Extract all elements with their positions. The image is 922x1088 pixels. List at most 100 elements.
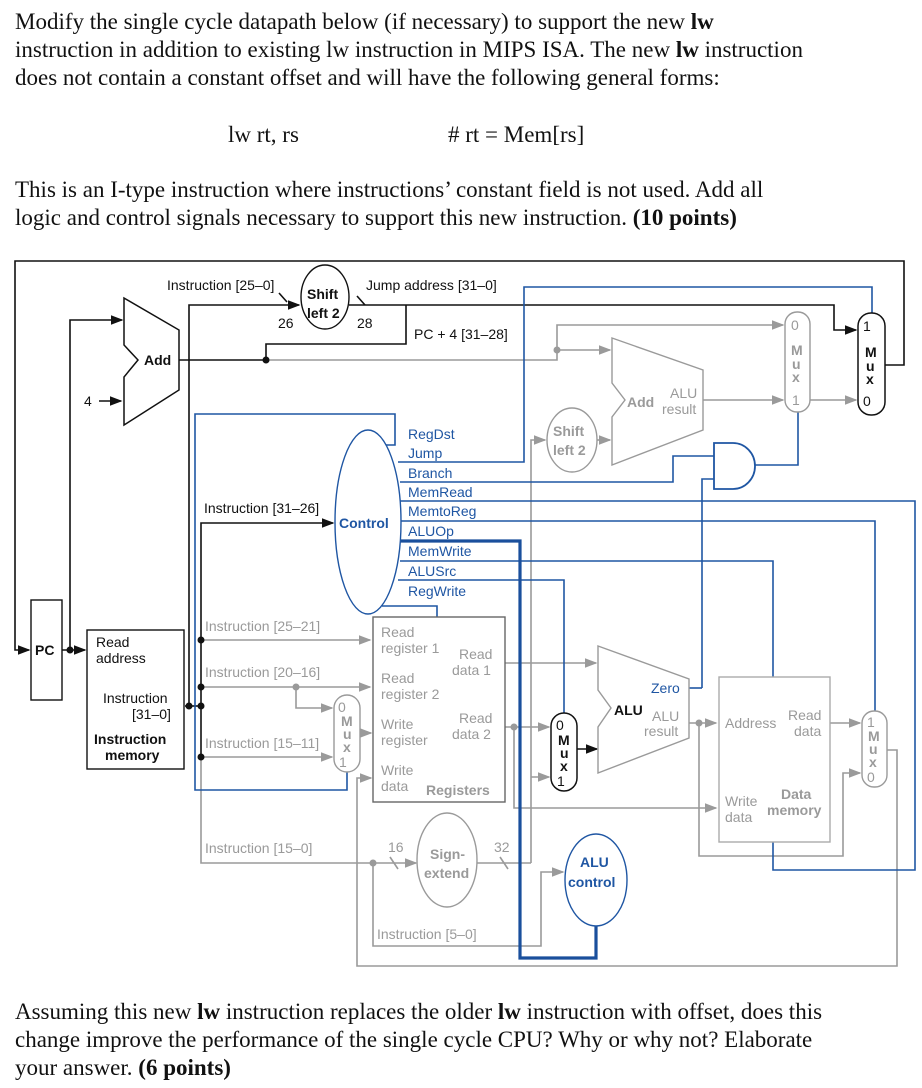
- read-data-2: data 2: [452, 726, 491, 742]
- and-gate: [713, 442, 756, 490]
- alu-result-label: ALU: [652, 708, 679, 724]
- mux-input-0: 0: [791, 317, 799, 333]
- register-file-labels: Read register 1 Read register 2 Write re…: [381, 624, 492, 798]
- text: instruction replaces the older: [220, 999, 498, 1024]
- mux-label: M: [791, 342, 803, 358]
- instruction-output-label: Instruction: [103, 690, 168, 706]
- mux-input-0: 0: [863, 393, 871, 409]
- label-instr-15-0: Instruction [15–0]: [205, 840, 312, 856]
- read-data-1: data 1: [452, 662, 491, 678]
- mux-alusrc: [550, 712, 578, 792]
- mux-input-1: 1: [867, 714, 875, 730]
- bits-32: 32: [494, 839, 510, 855]
- alu-zero-label: Zero: [651, 680, 680, 696]
- question-line-4: This is an I-type instruction where inst…: [15, 177, 764, 202]
- question-line-2: instruction in addition to existing lw i…: [15, 36, 803, 64]
- label-pc4: PC + 4 [31–28]: [414, 326, 508, 342]
- text: logic and control signals necessary to s…: [15, 205, 633, 230]
- instruction-comment: # rt = Mem[rs]: [448, 122, 585, 147]
- mux-jump: [857, 312, 886, 416]
- read-data-2: Read: [459, 710, 492, 726]
- alu-label: ALU: [614, 702, 643, 718]
- text: instruction with offset, does this: [520, 999, 823, 1024]
- label-instr-25-0: Instruction [25–0]: [167, 277, 274, 293]
- followup-line-1: Assuming this new lw instruction replace…: [15, 998, 822, 1026]
- inactive-wires: [200, 320, 898, 967]
- alu-result-label: result: [644, 723, 678, 739]
- alu-control-label: ALU: [580, 854, 609, 870]
- mux-input-0: 0: [556, 717, 564, 733]
- registers-title: Registers: [426, 782, 490, 798]
- alu-result-label: result: [662, 401, 696, 417]
- mux-pcsrc: [784, 311, 811, 413]
- points: (10 points): [632, 205, 737, 230]
- alu-result-label: ALU: [670, 385, 697, 401]
- mux-input-0: 0: [867, 769, 875, 785]
- alu-control-label: control: [568, 874, 615, 890]
- data-memory-labels: Address Read data Write data Data memory: [725, 707, 822, 825]
- label-instr-20-16: Instruction [20–16]: [205, 664, 320, 680]
- read-register-1: Read: [381, 624, 414, 640]
- sign-extend-label: Sign-: [430, 846, 465, 862]
- mux-input-1: 1: [863, 318, 871, 334]
- text: instruction: [698, 37, 803, 62]
- text: Assuming this new: [15, 999, 198, 1024]
- mux-label: u: [792, 356, 801, 372]
- bits-16: 16: [388, 839, 404, 855]
- label-instr-15-11: Instruction [15–11]: [205, 735, 319, 751]
- mux-memtoreg: [861, 710, 888, 788]
- write-register: Write: [381, 716, 414, 732]
- data-memory-title: Data: [781, 786, 812, 802]
- mux-label: M: [341, 713, 353, 729]
- instruction-memory-title: Instruction: [94, 731, 166, 747]
- active-wires: [14, 260, 905, 757]
- question-line-1: Modify the single cycle datapath below (…: [15, 8, 714, 36]
- followup-line-3: your answer. (6 points): [15, 1054, 231, 1082]
- read-data-label: Read: [788, 707, 821, 723]
- control-unit: [334, 429, 402, 615]
- read-data-1: Read: [459, 646, 492, 662]
- instruction-memory: [86, 629, 185, 770]
- read-register-2: Read: [381, 670, 414, 686]
- pc-adder-label: Add: [144, 352, 171, 368]
- mux-label: u: [869, 741, 878, 757]
- mux-label: x: [866, 371, 874, 387]
- mux-label: u: [866, 358, 875, 374]
- sign-extend-label: extend: [424, 865, 469, 881]
- signal-jump: Jump: [408, 445, 442, 461]
- mux-label: M: [865, 344, 877, 360]
- shift-label: Shift: [307, 286, 338, 302]
- sign-extend: [416, 812, 478, 908]
- label-jump-address: Jump address [31–0]: [366, 277, 497, 293]
- text: Modify the single cycle datapath below (…: [15, 9, 691, 34]
- control-signals: RegDst Jump Branch MemRead MemtoReg ALUO…: [408, 426, 476, 599]
- keyword-lw: lw: [675, 37, 699, 62]
- mux-regdst: [333, 694, 361, 773]
- mux-input-1: 1: [339, 754, 347, 770]
- signal-memread: MemRead: [408, 484, 473, 500]
- signal-branch: Branch: [408, 465, 452, 481]
- signal-regwrite: RegWrite: [408, 583, 466, 599]
- read-register-2: register 2: [381, 686, 440, 702]
- mux-label: u: [343, 726, 352, 742]
- text: instruction in addition to existing lw i…: [15, 37, 676, 62]
- question-line-3: does not contain a constant offset and w…: [15, 65, 720, 90]
- branch-adder-label: Add: [627, 394, 654, 410]
- signal-aluop: ALUOp: [408, 523, 454, 539]
- keyword-lw: lw: [197, 999, 221, 1024]
- shift-label: left 2: [553, 442, 586, 458]
- text: your answer.: [15, 1055, 139, 1080]
- mux-label: M: [558, 732, 570, 748]
- label-instr-31-26: Instruction [31–26]: [204, 500, 319, 516]
- label-instr-5-0: Instruction [5–0]: [377, 926, 477, 942]
- write-data-label: data: [725, 809, 752, 825]
- shift-label: left 2: [307, 305, 340, 321]
- constant-four: 4: [84, 393, 92, 409]
- read-data-label: data: [794, 723, 821, 739]
- signal-memwrite: MemWrite: [408, 543, 472, 559]
- pc-adder: [123, 296, 180, 427]
- keyword-lw: lw: [690, 9, 714, 34]
- instruction-output-label: [31–0]: [132, 706, 171, 722]
- junction-dots: [66, 346, 703, 867]
